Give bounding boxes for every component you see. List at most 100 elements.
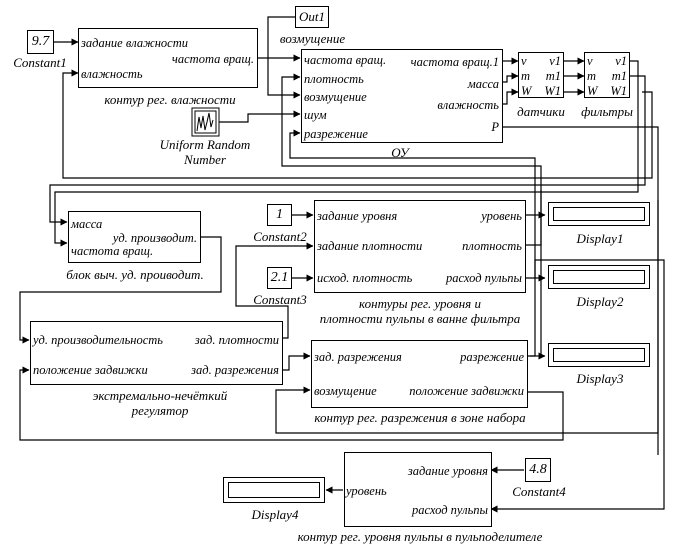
filters-in-v: v	[587, 54, 593, 68]
fuzzy-out-vacuum: зад. разрежения	[191, 363, 279, 377]
fuzzy-out-density: зад. плотности	[194, 333, 279, 347]
display-2-label: Display2	[576, 294, 624, 309]
display-3-label: Display3	[576, 371, 624, 386]
fuzzy-regulator-label: экстремально-нечёткий регулятор	[60, 388, 260, 418]
constant-1-block[interactable]: 9.7	[27, 30, 54, 54]
filters-block[interactable]: v m W v1 m1 W1	[584, 52, 630, 98]
random-number-label: Uniform Random Number	[150, 137, 260, 167]
filters-in-w: W	[587, 84, 598, 98]
vac-in-setpoint: зад. разрежения	[314, 350, 402, 364]
vac-out-valve: положение задвижки	[409, 384, 524, 398]
sensors-out-w1: W1	[544, 84, 561, 98]
fuzzy-regulator-block[interactable]: уд. производительность положение задвижк…	[30, 321, 283, 385]
wire-p-disturbance	[275, 200, 659, 434]
ld-in-density-setpoint: задание плотности	[317, 239, 423, 253]
level-density-loops-block[interactable]: задание уровня задание плотности исход. …	[314, 200, 526, 293]
wire-plant-humidity-sensors	[503, 88, 519, 105]
wire-density-setpoint	[235, 242, 314, 339]
out1-label: возмущение	[279, 31, 346, 46]
plant-input-noise: шум	[304, 108, 327, 122]
display-3-field	[553, 348, 645, 362]
plant-output-p: P	[491, 120, 499, 134]
level-density-label: контуры рег. уровня и плотности пульпы в…	[290, 296, 550, 326]
wire-vacuum-setpoint	[282, 352, 311, 371]
ld-in-initial-density: исход. плотность	[317, 271, 413, 285]
sensors-out-v1: v1	[549, 54, 561, 68]
display-3	[548, 343, 650, 367]
plant-input-vacuum: разрежение	[304, 127, 368, 141]
out1-block[interactable]: Out1	[295, 6, 329, 28]
humidity-loop-label: контур рег. влажности	[104, 92, 236, 107]
port-humidity: влажность	[81, 67, 143, 81]
display-1-field	[553, 207, 645, 221]
plant-output-humidity: влажность	[437, 98, 499, 112]
wire-humidity-feedback	[62, 69, 653, 179]
constant-4-block[interactable]: 4.8	[525, 458, 551, 482]
level-density-label-line2: плотности пульпы в ванне фильтра	[319, 311, 521, 326]
dist-in-pulp-flow: расход пульпы	[412, 503, 488, 517]
sensors-out-m1: m1	[545, 69, 561, 83]
port-humidity-setpoint: задание влажности	[81, 36, 189, 50]
sensors-in-v: v	[521, 54, 527, 68]
display-2	[548, 265, 650, 289]
productivity-label: блок выч. уд. проиводит.	[66, 267, 204, 282]
display-1-label: Display1	[576, 231, 624, 246]
display-4-label: Display4	[251, 507, 299, 522]
fuzzy-label-line2: регулятор	[131, 403, 189, 418]
sensors-block[interactable]: v m W v1 m1 W1	[518, 52, 564, 98]
fuzzy-in-valve: положение задвижки	[33, 363, 148, 377]
sensors-in-m: m	[521, 69, 531, 83]
filters-out-w1: W1	[610, 84, 627, 98]
wire-filter-v1	[54, 60, 639, 247]
productivity-in-speed: частота вращ.	[71, 244, 154, 258]
wire-plant-mass-sensors	[503, 72, 519, 83]
display-1	[548, 202, 650, 226]
wire-noise	[219, 110, 301, 123]
distributor-level-loop-block[interactable]: задание уровня уровень расход пульпы	[344, 452, 492, 527]
vac-out-vacuum: разрежение	[460, 350, 524, 364]
wire-flow-distributor	[490, 259, 665, 513]
display-4	[223, 477, 325, 503]
plant-output-mass: масса	[467, 77, 499, 91]
vacuum-loop-label: контур рег. разрежения в зоне набора	[314, 410, 526, 425]
constant-3-block[interactable]: 2.1	[267, 267, 292, 289]
wire-valve-position	[19, 366, 564, 441]
display-2-field	[553, 270, 645, 284]
port-rotation-speed: частота вращ.	[171, 52, 254, 66]
constant-2-label: Constant2	[253, 229, 307, 244]
humidity-control-loop-block[interactable]: задание влажности частота вращ. влажност…	[78, 28, 258, 88]
ld-out-level: уровень	[481, 209, 522, 223]
sensors-in-w: W	[521, 84, 532, 98]
plant-input-density: плотность	[304, 72, 364, 86]
ld-in-level-setpoint: задание уровня	[317, 209, 398, 223]
filters-label: фильтры	[581, 104, 633, 119]
vac-in-disturbance: возмущение	[314, 384, 377, 398]
plant-input-speed: частота вращ.	[304, 53, 387, 67]
productivity-calc-block[interactable]: масса уд. производит. частота вращ.	[68, 211, 201, 263]
constant-1-label: Constant1	[13, 55, 67, 70]
fuzzy-label-line1: экстремально-нечёткий	[92, 388, 228, 403]
constant-2-block[interactable]: 1	[267, 204, 292, 226]
vacuum-control-loop-block[interactable]: зад. разрежения возмущение разрежение по…	[311, 340, 528, 408]
ld-out-density: плотность	[462, 239, 522, 253]
wire-out1-disturbance	[267, 16, 301, 99]
level-density-label-line1: контуры рег. уровня и	[359, 296, 481, 311]
wire-productivity	[19, 236, 222, 344]
fuzzy-in-productivity: уд. производительность	[33, 333, 163, 347]
display-4-field	[228, 482, 320, 498]
plant-label: ОУ	[391, 145, 409, 160]
productivity-out: уд. производит.	[112, 231, 197, 245]
random-signal-icon	[191, 107, 220, 137]
dist-in-level-setpoint: задание уровня	[407, 464, 488, 478]
plant-input-disturbance: возмущение	[304, 90, 367, 104]
filters-out-v1: v1	[615, 54, 627, 68]
filters-in-m: m	[587, 69, 597, 83]
distributor-loop-label: контур рег. уровня пульпы в пульподелите…	[297, 529, 543, 544]
plant-block[interactable]: частота вращ. плотность возмущение шум р…	[301, 49, 503, 143]
sensors-label: датчики	[517, 104, 565, 119]
plant-output-speed: частота вращ.1	[410, 55, 499, 69]
random-label-line2: Number	[184, 152, 226, 167]
wire-density-to-plant	[281, 73, 542, 246]
dist-out-level: уровень	[346, 484, 387, 498]
